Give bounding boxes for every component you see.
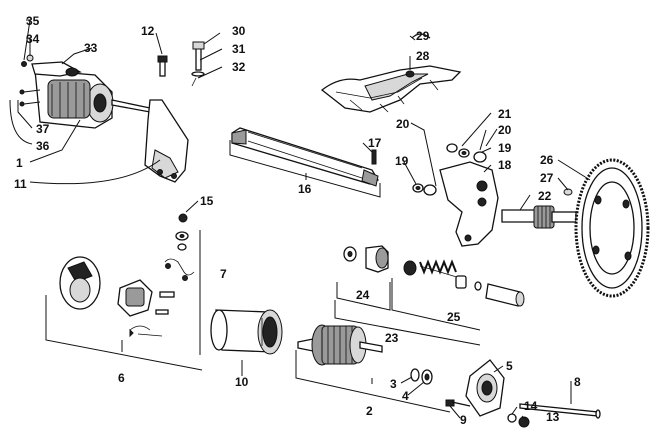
callout-13: 13 (546, 410, 560, 424)
callout-6: 6 (118, 371, 125, 385)
callout-8: 8 (574, 375, 581, 389)
callout-4: 4 (402, 389, 409, 403)
spring (419, 259, 457, 275)
starter-motor-assembly (19, 54, 151, 129)
callout-25: 25 (447, 310, 461, 324)
callout-22: 22 (538, 189, 552, 203)
callout-19-left: 19 (395, 154, 409, 168)
callout-27: 27 (540, 171, 554, 185)
callout-11: 11 (14, 177, 27, 191)
callout-20-left: 20 (396, 117, 410, 131)
callout-29: 29 (416, 29, 430, 43)
brush-assembly (59, 213, 195, 338)
callout-16: 16 (298, 182, 312, 196)
callout-30: 30 (232, 24, 246, 38)
callout-15: 15 (200, 194, 214, 208)
callout-34: 34 (26, 32, 40, 46)
callout-26: 26 (540, 153, 554, 167)
callout-21: 21 (498, 107, 512, 121)
callout-9: 9 (460, 413, 467, 427)
callout-17: 17 (368, 136, 382, 150)
callout-31: 31 (232, 42, 246, 56)
ring-gear (563, 158, 650, 298)
pinion-housing-mount (412, 143, 499, 247)
leader-lines (9, 19, 591, 421)
callout-5: 5 (506, 359, 513, 373)
callout-35: 35 (26, 14, 40, 28)
callout-36: 36 (36, 139, 50, 153)
mounting-bracket (144, 41, 205, 183)
callout-14: 14 (524, 399, 538, 413)
callout-3: 3 (390, 377, 397, 391)
seat-clip-assembly (320, 33, 462, 113)
drive-kit-parts (343, 245, 525, 307)
callout-24: 24 (356, 288, 370, 302)
callout-labels: 35 34 33 12 30 31 32 29 28 37 36 1 11 16… (14, 14, 581, 427)
callout-32: 32 (232, 60, 246, 74)
callout-37: 37 (36, 122, 50, 136)
motor-housing (210, 309, 283, 355)
callout-19-right: 19 (498, 141, 512, 155)
end-cap-assembly (410, 359, 601, 428)
callout-7: 7 (220, 267, 227, 281)
callout-28: 28 (416, 49, 430, 63)
callout-20-right: 20 (498, 123, 512, 137)
callout-10: 10 (235, 375, 249, 389)
drive-shaft (501, 205, 577, 229)
shaft-tube (231, 127, 379, 187)
armature (297, 324, 383, 366)
callout-12: 12 (141, 24, 155, 38)
callout-1: 1 (16, 156, 23, 170)
callout-18: 18 (498, 158, 512, 172)
callout-23: 23 (385, 331, 399, 345)
group-brackets (45, 140, 481, 413)
callout-2: 2 (366, 404, 373, 418)
callout-33: 33 (84, 41, 98, 55)
